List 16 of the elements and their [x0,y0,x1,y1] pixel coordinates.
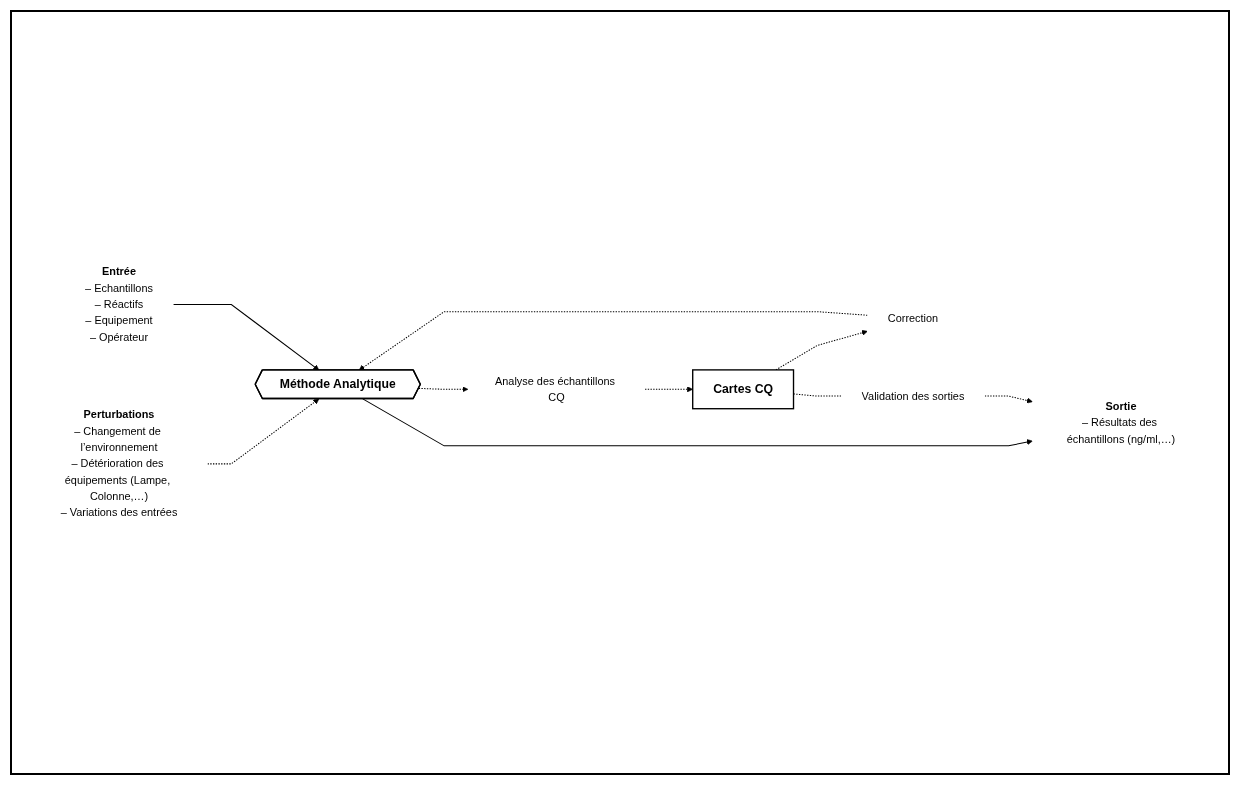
node-box: Cartes CQ [692,369,795,410]
node-text: Sortie – Résultats des échantillons (ng/ml,…) [1066,400,1176,445]
connector [793,393,842,397]
arrow [775,330,868,371]
arrow [644,386,693,393]
node-text: Correction [887,312,939,325]
arrow [358,311,868,371]
node-text: Analyse des échantillons CQ [495,375,615,404]
node-text: Entrée – Echantillons – Réactifs – Equipement – Opérateur [85,265,153,343]
arrow [418,386,469,393]
arrow [362,398,1033,447]
arrow [984,395,1033,404]
arrow [207,398,320,465]
node-text: Validation des sorties [861,390,965,402]
arrow [172,304,320,371]
node-text: Perturbations – Changement de l’environnement – Détérioration des équipements (Lampe, Colonne,…) – Variations des entrées [60,408,178,519]
